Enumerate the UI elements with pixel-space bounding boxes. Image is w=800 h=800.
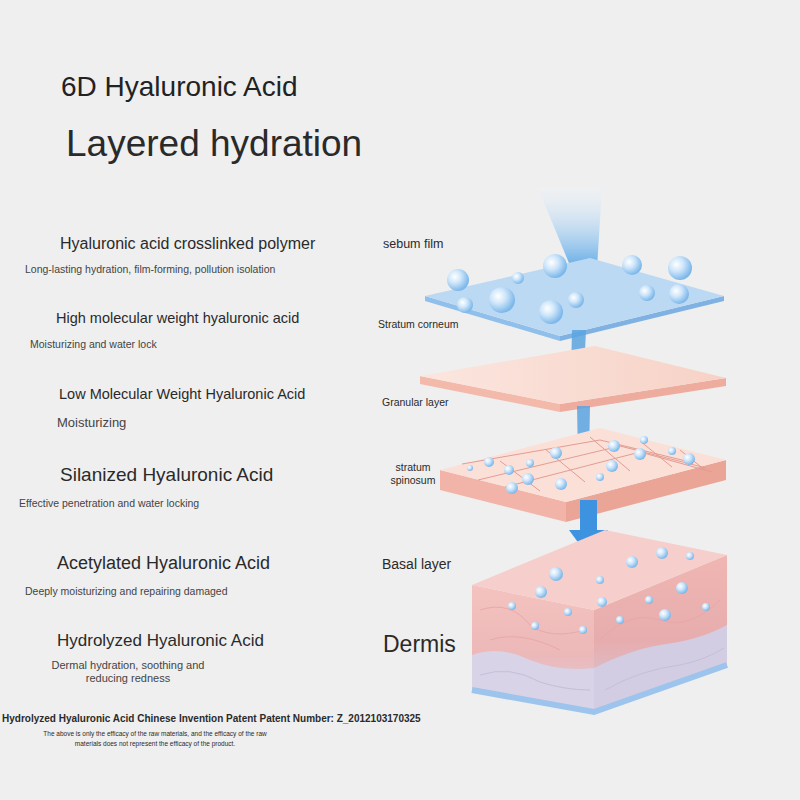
water-bubble (640, 436, 648, 444)
water-bubble (634, 448, 646, 460)
water-bubble (676, 582, 688, 594)
cell-line (590, 437, 630, 471)
cell-line (505, 452, 712, 487)
water-bubble (484, 457, 494, 467)
water-bubble (656, 547, 668, 559)
water-bubble (668, 256, 692, 280)
main-title: 6D Hyaluronic Acid (61, 70, 298, 104)
water-bubble (579, 626, 587, 634)
water-bubble (669, 284, 689, 304)
water-bubble (508, 602, 516, 610)
water-bubble (626, 556, 638, 568)
water-bubble (543, 254, 567, 278)
water-bubble (608, 440, 620, 452)
water-bubble (522, 473, 534, 485)
ingredient-name: Low Molecular Weight Hyaluronic Acid (59, 386, 305, 403)
water-bubble (506, 482, 518, 494)
bubbles (447, 254, 692, 324)
water-bubble (597, 597, 607, 607)
cell-line (480, 671, 590, 690)
water-bubble (539, 300, 563, 324)
subtitle-heading: Layered hydration (66, 122, 362, 166)
water-bubble (512, 272, 524, 284)
layer-name: Granular layer (382, 396, 449, 409)
cell-line (478, 446, 706, 480)
water-bubble (549, 567, 563, 581)
ingredient-effect: Effective penetration and water locking (19, 497, 199, 510)
block-base (472, 665, 727, 712)
cell-line (680, 450, 705, 470)
cell-lines (462, 437, 712, 491)
cell-texture (480, 648, 724, 690)
water-arrow (580, 500, 597, 530)
cell-line (605, 648, 724, 690)
ingredient-effect: Deeply moisturizing and repairing damage… (25, 585, 228, 598)
water-bubble (564, 608, 572, 616)
cell-line (500, 461, 540, 491)
water-bubble (504, 465, 514, 475)
water-bubble (596, 576, 604, 584)
water-bubble (622, 255, 642, 275)
ingredient-name: Silanized Hyaluronic Acid (60, 464, 273, 487)
dermis-layer (594, 625, 727, 712)
ingredient-effect: Moisturizing and water lock (30, 338, 157, 351)
water-bubble (489, 287, 515, 313)
granular-slab (420, 346, 726, 404)
ingredient-effect: Moisturizing (57, 415, 126, 431)
water-bubble (526, 459, 534, 467)
water-bubble (531, 622, 539, 630)
water-beam (538, 188, 602, 268)
ingredient-effect: Long-lasting hydration, film-forming, po… (25, 263, 275, 276)
water-bubble (596, 473, 604, 481)
layer-name: Stratum corneum (378, 318, 459, 331)
water-bubble (639, 285, 655, 301)
ingredient-name: Acetylated Hyaluronic Acid (57, 553, 270, 575)
bubbles (508, 547, 710, 634)
water-bubble (702, 603, 710, 611)
layer-name: stratum spinosum (378, 461, 448, 486)
patent-note: Hydrolyzed Hyaluronic Acid Chinese Inven… (2, 713, 421, 725)
ingredient-name: Hydrolyzed Hyaluronic Acid (57, 631, 264, 651)
layer-name: sebum film (383, 237, 443, 252)
cell-line (462, 440, 690, 464)
water-bubble (568, 292, 584, 308)
ingredient-name: Hyaluronic acid crosslinked polymer (60, 234, 315, 253)
water-bubble (447, 269, 469, 291)
water-bubble (555, 478, 567, 490)
water-bubble (686, 552, 694, 560)
basal-top (472, 530, 727, 610)
water-bubble (683, 453, 695, 465)
water-bubble (659, 609, 671, 621)
water-bubble (457, 297, 473, 313)
cell-line (480, 607, 585, 634)
water-bubble (535, 586, 547, 598)
layer-name: Basal layer (382, 556, 451, 573)
cell-line (490, 637, 560, 650)
water-bubble (616, 616, 624, 624)
bubbles (467, 436, 695, 494)
water-bubble (668, 447, 676, 455)
water-bubble (606, 460, 618, 472)
water-bubble (645, 596, 653, 604)
layer-name: Dermis (383, 631, 456, 659)
ingredient-effect: Dermal hydration, soothing and reducing … (38, 659, 218, 685)
water-bubble (550, 447, 562, 459)
water-bubble (467, 465, 473, 471)
spinosum-slab (440, 428, 726, 502)
ingredient-name: High molecular weight hyaluronic acid (56, 310, 299, 327)
cell-line (600, 600, 720, 640)
disclaimer-note: The above is only the efficacy of the ra… (40, 729, 270, 750)
